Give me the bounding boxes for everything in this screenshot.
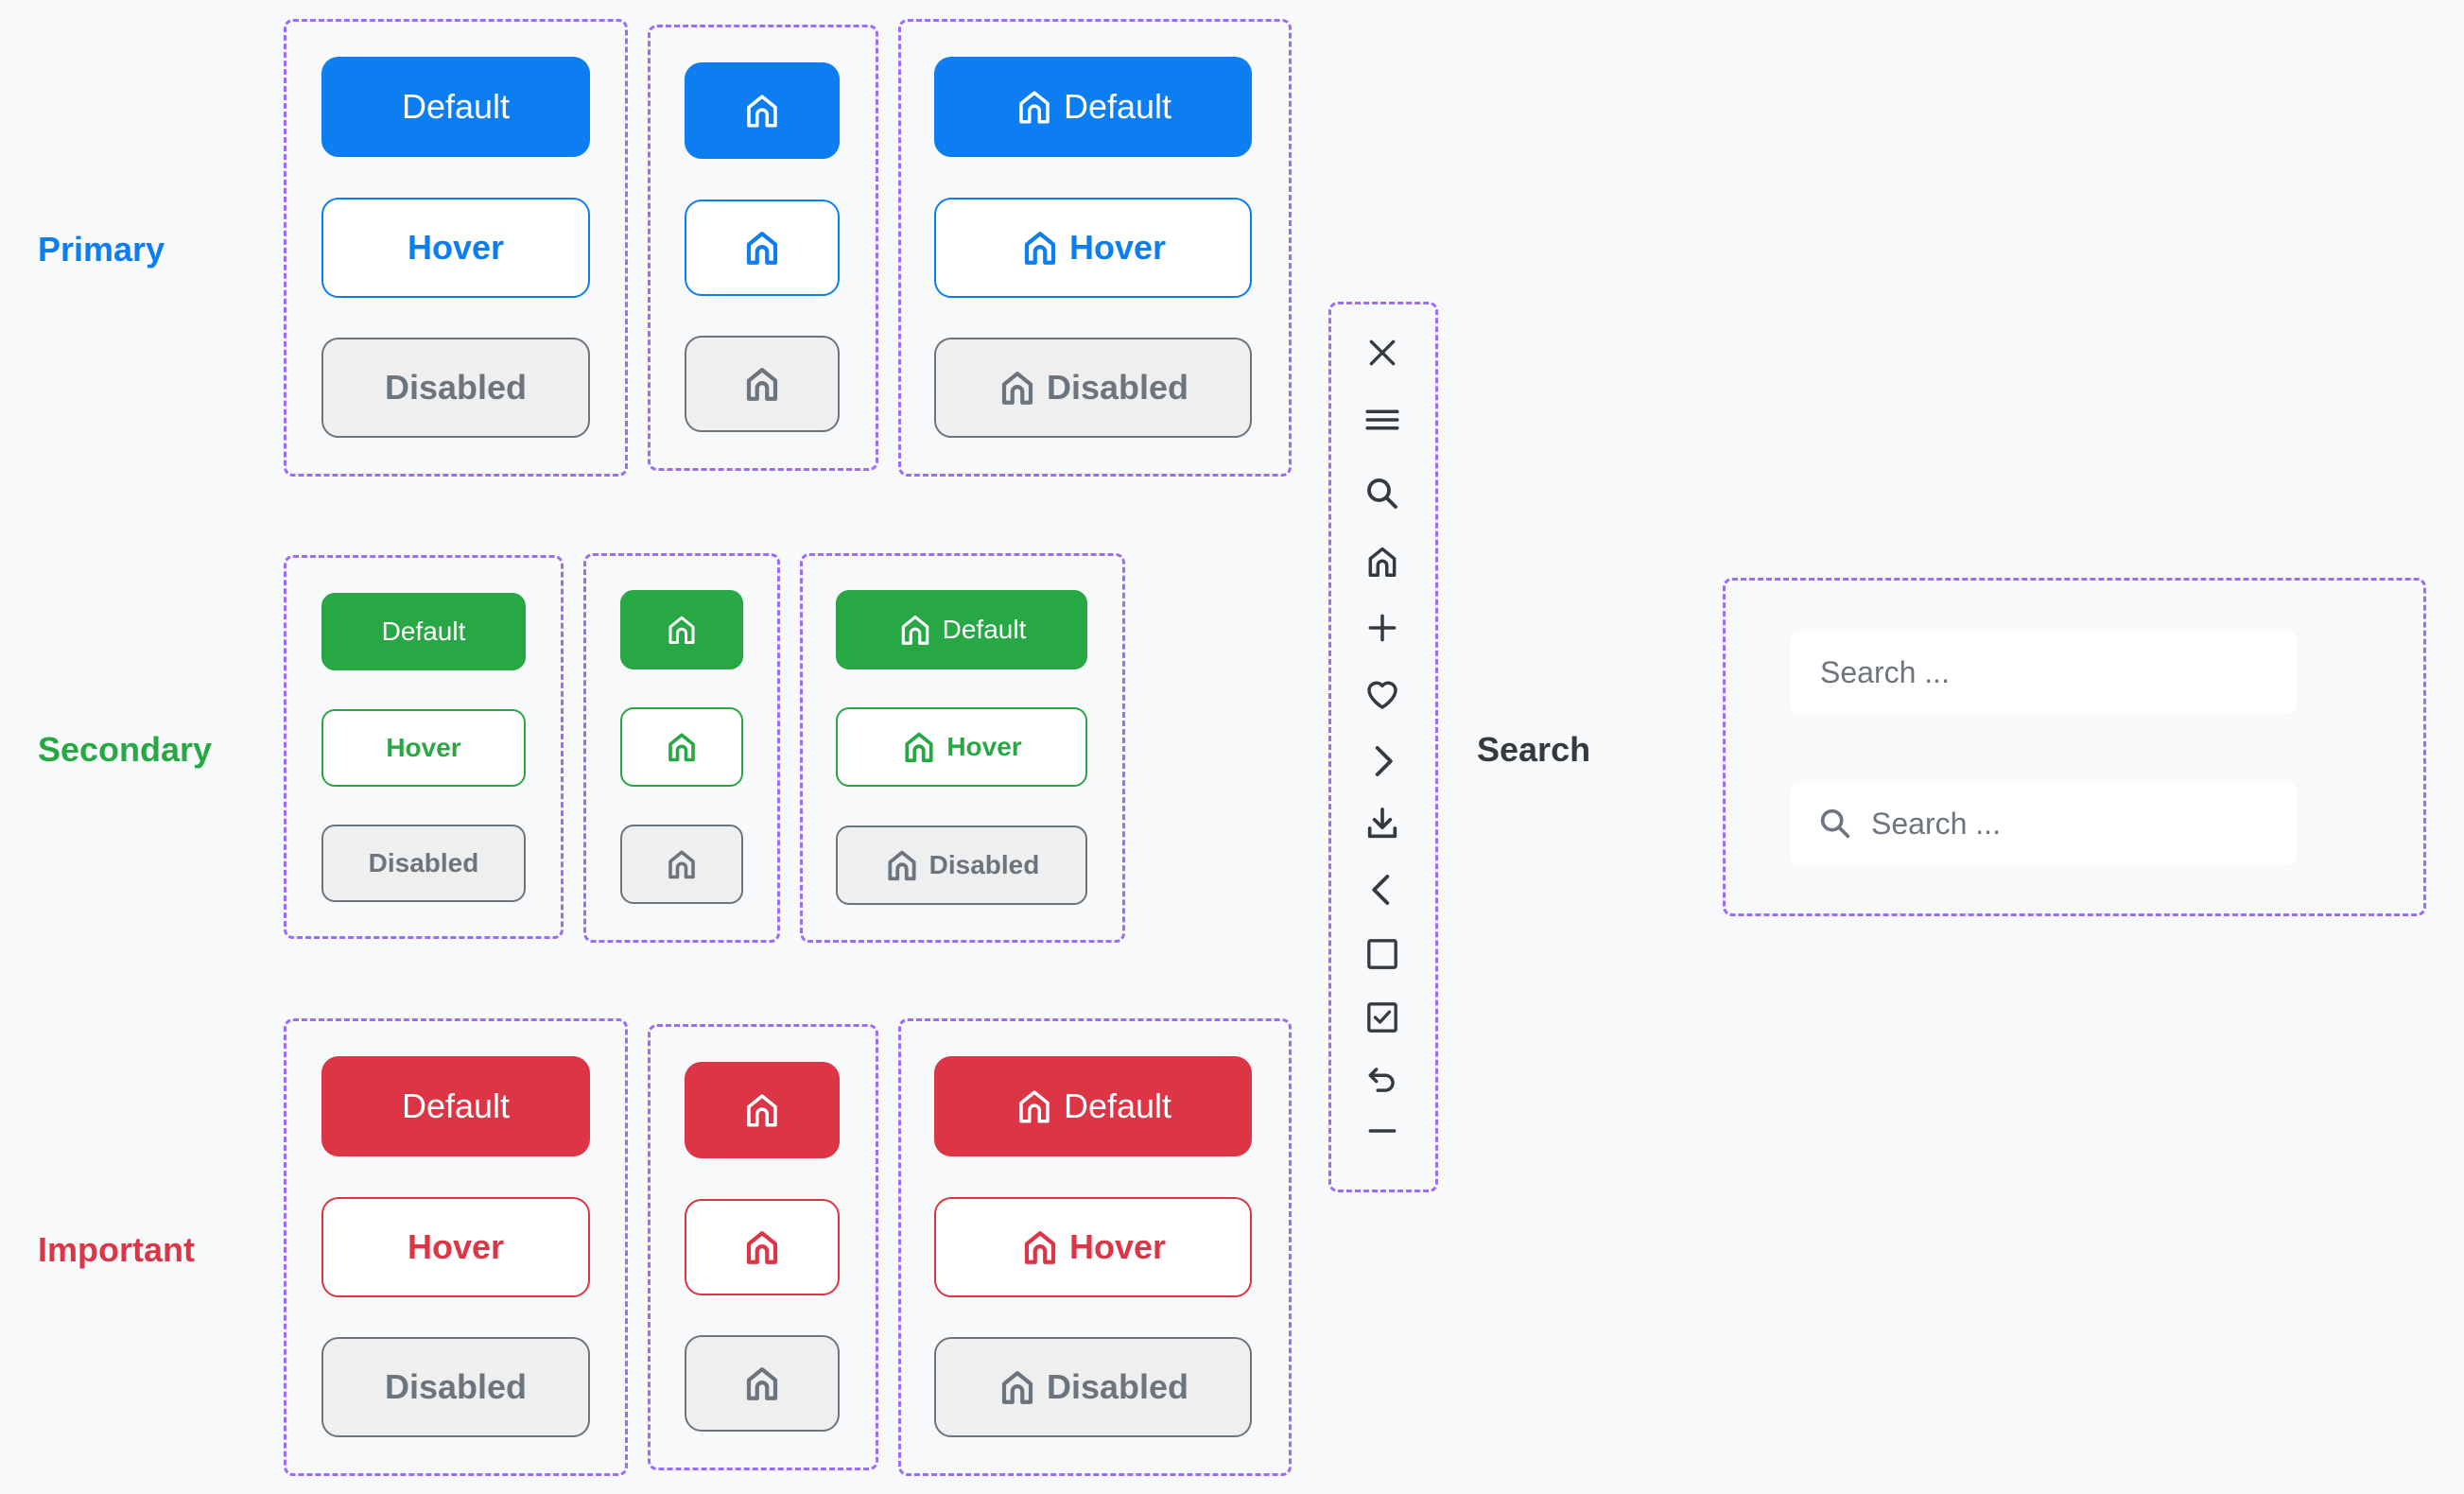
- home-icon[interactable]: [1358, 537, 1407, 586]
- search-section-label: Search: [1477, 730, 1591, 769]
- checkbox-empty-icon[interactable]: [1358, 929, 1407, 979]
- checkbox-checked-icon[interactable]: [1358, 993, 1407, 1042]
- primary-hover-button[interactable]: Hover: [321, 198, 590, 298]
- secondary-default-button[interactable]: Default: [321, 593, 526, 670]
- primary-text-buttons-frame: [284, 19, 628, 477]
- home-icon: [905, 732, 933, 763]
- primary-default-button-label: Default: [401, 87, 511, 126]
- primary-hover-icon-button[interactable]: [685, 200, 840, 296]
- home-icon: [1024, 232, 1056, 265]
- home-icon: [746, 368, 778, 401]
- home-icon: [1001, 372, 1033, 405]
- chevron-right-icon[interactable]: [1358, 737, 1407, 786]
- home-icon: [1001, 1371, 1033, 1404]
- search-input-with-icon[interactable]: Search ...: [1790, 782, 2297, 865]
- plus-icon[interactable]: [1358, 603, 1407, 652]
- download-icon[interactable]: [1358, 799, 1407, 848]
- search-icon: [1816, 805, 1854, 843]
- important-hover-icon-text-button-label: Hover: [1068, 1227, 1167, 1266]
- primary-hover-icon-text-button[interactable]: Hover: [934, 198, 1252, 298]
- home-icon: [1019, 1090, 1050, 1123]
- heart-icon[interactable]: [1358, 669, 1407, 719]
- home-icon: [668, 850, 695, 879]
- secondary-hover-button-label: Hover: [386, 733, 461, 762]
- home-icon: [901, 615, 928, 645]
- important-hover-button-label: Hover: [407, 1227, 505, 1266]
- secondary-disabled-icon-button[interactable]: [620, 825, 743, 904]
- important-hover-icon-button[interactable]: [685, 1199, 840, 1295]
- important-disabled-icon-button[interactable]: [685, 1335, 840, 1432]
- secondary-icon-text-buttons-frame: [800, 553, 1125, 943]
- important-default-button-label: Default: [401, 1086, 511, 1125]
- secondary-hover-icon-text-button-label: Hover: [946, 732, 1022, 761]
- secondary-disabled-icon-text-button-label: Disabled: [928, 850, 1040, 879]
- search-icon[interactable]: [1358, 469, 1407, 518]
- home-icon: [746, 1367, 778, 1400]
- search-input-with-icon-placeholder: Search ...: [1871, 806, 2001, 841]
- important-disabled-icon-text-button[interactable]: Disabled: [934, 1337, 1252, 1437]
- undo-icon[interactable]: [1358, 1055, 1407, 1104]
- row-label-important: Important: [38, 1230, 195, 1269]
- home-icon: [1024, 1231, 1056, 1264]
- home-icon: [747, 1094, 777, 1127]
- secondary-hover-icon-text-button[interactable]: Hover: [836, 707, 1087, 787]
- important-text-buttons-frame: [284, 1018, 628, 1476]
- important-default-icon-text-button-label: Default: [1063, 1086, 1172, 1125]
- secondary-disabled-button-label: Disabled: [368, 848, 479, 877]
- home-icon: [747, 95, 777, 128]
- primary-default-button[interactable]: Default: [321, 57, 590, 157]
- secondary-hover-icon-button[interactable]: [620, 707, 743, 787]
- menu-icon[interactable]: [1358, 395, 1407, 444]
- primary-icon-buttons-frame: [648, 25, 878, 471]
- home-icon: [668, 733, 695, 762]
- row-label-primary: Primary: [38, 230, 165, 269]
- secondary-disabled-icon-text-button[interactable]: Disabled: [836, 825, 1087, 905]
- primary-icon-text-buttons-frame: [898, 19, 1292, 477]
- important-icon-buttons-frame: [648, 1024, 878, 1470]
- important-hover-icon-text-button[interactable]: Hover: [934, 1197, 1252, 1297]
- search-input-plain[interactable]: Search ...: [1790, 631, 2297, 714]
- primary-disabled-icon-text-button-label: Disabled: [1046, 368, 1189, 407]
- row-label-secondary: Secondary: [38, 730, 213, 769]
- secondary-text-buttons-frame: [284, 555, 564, 939]
- secondary-disabled-button[interactable]: Disabled: [321, 825, 526, 902]
- search-fields-frame: [1723, 578, 2426, 916]
- secondary-default-icon-text-button-label: Default: [942, 615, 1027, 644]
- primary-disabled-icon-text-button[interactable]: Disabled: [934, 338, 1252, 438]
- secondary-icon-buttons-frame: [583, 553, 780, 943]
- important-default-button[interactable]: Default: [321, 1056, 590, 1156]
- important-disabled-button[interactable]: Disabled: [321, 1337, 590, 1437]
- home-icon: [746, 1231, 778, 1264]
- primary-disabled-icon-button[interactable]: [685, 336, 840, 432]
- important-hover-button[interactable]: Hover: [321, 1197, 590, 1297]
- home-icon: [1019, 91, 1050, 124]
- minus-icon[interactable]: [1358, 1106, 1407, 1155]
- home-icon: [746, 232, 778, 265]
- primary-disabled-button[interactable]: Disabled: [321, 338, 590, 438]
- secondary-default-button-label: Default: [381, 617, 466, 646]
- close-icon[interactable]: [1358, 328, 1407, 377]
- home-icon: [668, 616, 695, 644]
- important-disabled-button-label: Disabled: [384, 1367, 528, 1406]
- important-default-icon-button[interactable]: [685, 1062, 840, 1158]
- primary-disabled-button-label: Disabled: [384, 368, 528, 407]
- primary-default-icon-text-button[interactable]: Default: [934, 57, 1252, 157]
- search-input-plain-placeholder: Search ...: [1820, 654, 1950, 689]
- important-disabled-icon-text-button-label: Disabled: [1046, 1367, 1189, 1406]
- chevron-left-icon[interactable]: [1358, 865, 1407, 914]
- primary-hover-button-label: Hover: [407, 228, 505, 267]
- home-icon: [888, 850, 916, 881]
- icon-column-frame: [1328, 302, 1438, 1192]
- important-default-icon-text-button[interactable]: Default: [934, 1056, 1252, 1156]
- secondary-default-icon-text-button[interactable]: Default: [836, 590, 1087, 669]
- secondary-hover-button[interactable]: Hover: [321, 709, 526, 787]
- important-icon-text-buttons-frame: [898, 1018, 1292, 1476]
- secondary-default-icon-button[interactable]: [620, 590, 743, 669]
- primary-default-icon-button[interactable]: [685, 62, 840, 159]
- primary-default-icon-text-button-label: Default: [1063, 87, 1172, 126]
- primary-hover-icon-text-button-label: Hover: [1068, 228, 1167, 267]
